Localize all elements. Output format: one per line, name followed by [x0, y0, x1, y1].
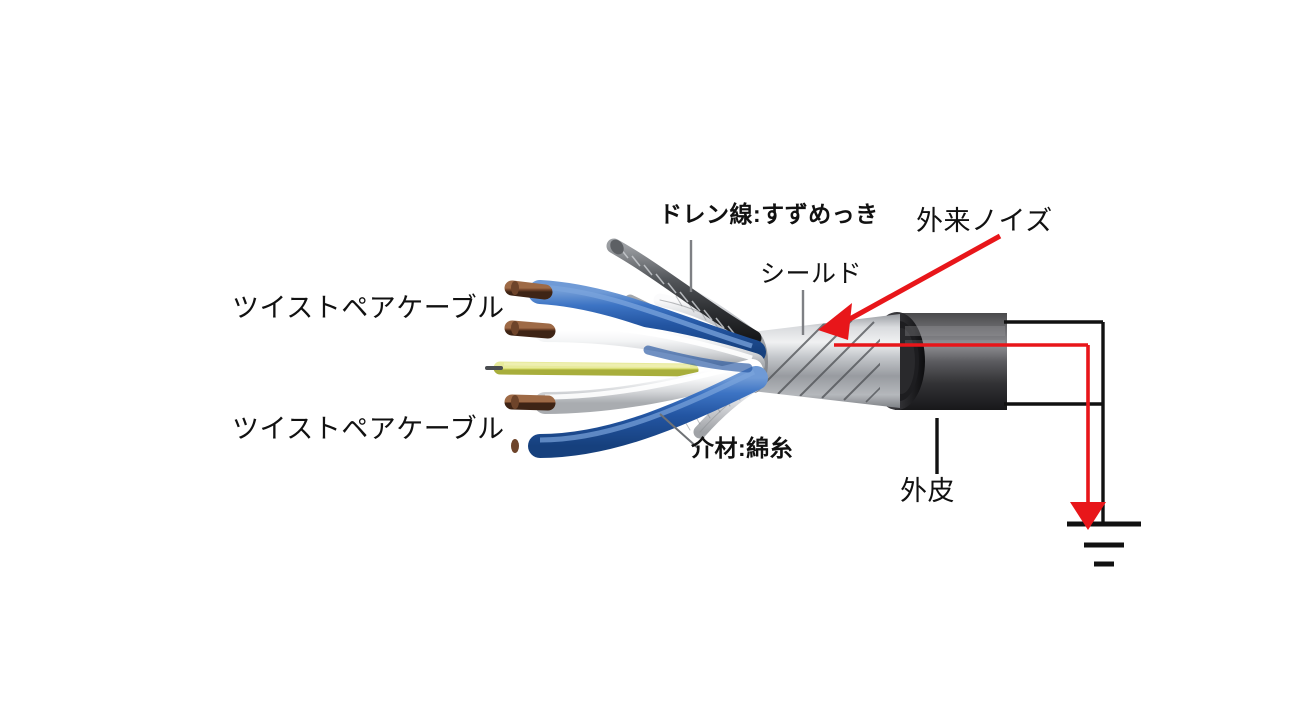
ground-symbol — [1067, 521, 1141, 567]
twist-crossover — [643, 345, 753, 373]
label-twisted-pair-lower: ツイストペアケーブル — [232, 414, 505, 444]
label-drain-wire: ドレン線:すずめっき — [659, 201, 879, 227]
twisted-pair-lower — [504, 359, 768, 458]
noise-current-path — [834, 343, 1090, 506]
label-external-noise: 外来ノイズ — [916, 206, 1053, 236]
label-twisted-pair-upper: ツイストペアケーブル — [232, 293, 505, 323]
label-shield: シールド — [760, 260, 863, 288]
leader-filler — [659, 413, 700, 450]
leader-lines — [659, 240, 939, 474]
twisted-pair-upper — [504, 280, 766, 375]
label-filler: 介材:綿糸 — [691, 435, 794, 461]
yellow-filler-strand — [485, 361, 699, 377]
external-noise-arrow — [818, 233, 1002, 340]
label-outer-sheath: 外皮 — [900, 476, 955, 506]
noise-arrowhead-ground — [1070, 502, 1106, 530]
